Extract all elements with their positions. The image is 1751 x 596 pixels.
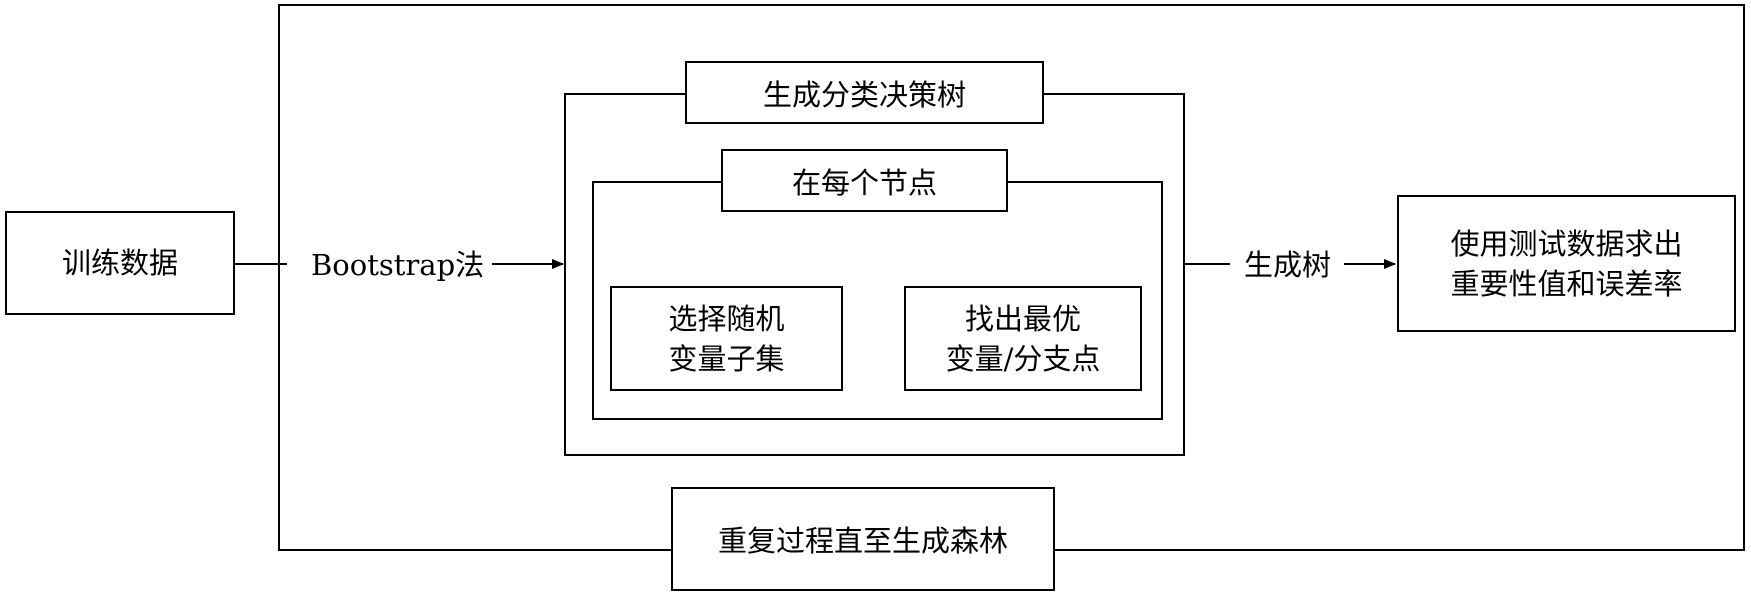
evaluate-line1: 使用测试数据求出 [1450, 226, 1683, 261]
select-random-subset-box: 选择随机 变量子集 [610, 286, 843, 391]
generated-tree-label: 生成树 [1236, 245, 1340, 285]
select-random-line2: 变量子集 [668, 341, 785, 376]
repeat-until-forest-caption: 重复过程直至生成森林 [671, 487, 1055, 591]
training-data-box: 训练数据 [5, 211, 235, 315]
training-data-label: 训练数据 [61, 246, 178, 280]
each-node-label: 在每个节点 [791, 165, 937, 200]
evaluate-line2: 重要性值和误差率 [1450, 266, 1683, 301]
find-best-split-box: 找出最优 变量/分支点 [904, 286, 1142, 391]
find-best-line1: 找出最优 [964, 301, 1081, 336]
generate-tree-label: 生成分类决策树 [762, 77, 966, 112]
find-best-line2: 变量/分支点 [945, 341, 1101, 376]
repeat-label: 重复过程直至生成森林 [717, 524, 1008, 558]
select-random-line1: 选择随机 [668, 301, 785, 336]
each-node-caption: 在每个节点 [721, 149, 1008, 212]
generate-tree-caption: 生成分类决策树 [685, 61, 1044, 124]
evaluate-importance-error-box: 使用测试数据求出 重要性值和误差率 [1397, 195, 1736, 332]
bootstrap-label: Bootstrap法 [303, 245, 493, 285]
